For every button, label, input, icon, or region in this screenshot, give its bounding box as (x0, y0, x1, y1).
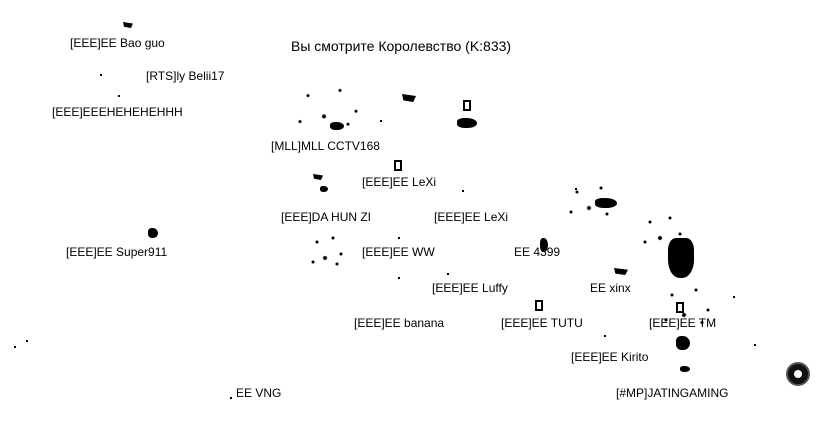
city-marker-icon[interactable] (230, 397, 232, 399)
building-icon[interactable] (680, 366, 690, 372)
city-flag-icon[interactable] (313, 174, 323, 180)
city-label[interactable]: [EEE]EE TUTU (501, 316, 583, 330)
avatar-icon[interactable] (786, 362, 810, 386)
island-cluster-icon (660, 280, 720, 330)
city-label[interactable]: [MLL]MLL CCTV168 (271, 139, 380, 153)
city-label[interactable]: [RTS]ly Belii17 (146, 69, 225, 83)
city-label[interactable]: [EEE]EE banana (354, 316, 445, 330)
city-label[interactable]: [#MP]JATINGAMING (616, 386, 729, 400)
tower-icon[interactable] (394, 160, 402, 171)
tower-icon[interactable] (535, 300, 543, 311)
city-label[interactable]: EE VNG (236, 386, 282, 400)
city-label[interactable]: [EEE]EE Luffy (432, 281, 508, 295)
terrain-speck (26, 340, 28, 342)
city-marker-icon[interactable] (604, 335, 606, 337)
city-flag-icon[interactable] (402, 94, 416, 102)
city-label[interactable]: [EEE]EE Super911 (66, 245, 168, 259)
king-castle-icon[interactable] (668, 238, 694, 278)
city-label[interactable]: [EEE]DA HUN ZI (281, 210, 372, 224)
building-icon[interactable] (540, 238, 548, 252)
city-marker-icon[interactable] (398, 237, 400, 239)
building-icon[interactable] (330, 122, 344, 130)
city-label[interactable]: EE xinx (590, 281, 631, 295)
city-flag-icon[interactable] (614, 268, 628, 275)
city-label[interactable]: [EEE]EE Bao guo (70, 36, 165, 50)
tower-icon[interactable] (463, 100, 471, 111)
fortress-icon[interactable] (309, 230, 349, 270)
terrain-speck (754, 344, 756, 346)
building-icon[interactable] (595, 198, 617, 208)
city-flag-icon[interactable] (123, 22, 133, 28)
city-marker-icon[interactable] (118, 95, 120, 97)
city-label[interactable]: [EEE]EE LeXi (434, 210, 509, 224)
city-label[interactable]: EE 4399 (514, 245, 561, 259)
city-label[interactable]: [EEE]EE LeXi (362, 175, 437, 189)
city-label[interactable]: [EEE]EE TM (649, 316, 717, 330)
city-label[interactable]: [EEE]EE WW (362, 245, 435, 259)
terrain-speck (733, 296, 735, 298)
city-marker-icon[interactable] (100, 74, 102, 76)
terrain-speck (14, 346, 16, 348)
tower-icon[interactable] (676, 302, 684, 313)
kingdom-title: Вы смотрите Королевство (K:833) (291, 38, 512, 54)
terrain-speck (380, 120, 382, 122)
city-marker-icon[interactable] (398, 277, 400, 279)
city-label[interactable]: [EEE]EE Kirito (571, 350, 649, 364)
city-label[interactable]: [EEE]EEEHEHEHEHHH (52, 105, 183, 119)
terrain-speck (575, 188, 577, 190)
city-marker-icon[interactable] (447, 273, 449, 275)
building-icon[interactable] (676, 336, 690, 350)
building-icon[interactable] (148, 228, 158, 238)
building-icon[interactable] (320, 186, 328, 192)
city-marker-icon[interactable] (462, 190, 464, 192)
building-icon[interactable] (457, 118, 477, 128)
